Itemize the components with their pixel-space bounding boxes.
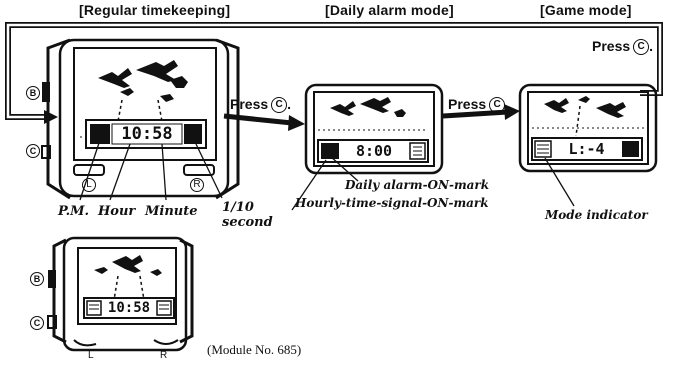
label-daily-alarm-on-mark: Daily alarm-ON-mark xyxy=(345,178,490,192)
label-pm: P.M. xyxy=(58,204,90,219)
watch-alarm-display: 8:00 xyxy=(355,142,393,160)
label-mode-indicator: Mode indicator xyxy=(545,208,648,222)
watch-game xyxy=(518,83,658,173)
label-tenth-second-line1: 1/10 xyxy=(222,200,254,215)
button-r-label: R xyxy=(190,178,204,192)
watch-regular-display: 10:58 xyxy=(121,124,173,144)
watch-module-display: 10:58 xyxy=(107,300,151,316)
module-number-note: (Module No. 685) xyxy=(207,342,302,357)
watch-regular xyxy=(41,38,240,200)
module-button-r-label: R xyxy=(160,350,168,361)
watch-game-display: L:-4 xyxy=(568,140,605,158)
button-c-label: C xyxy=(26,144,40,158)
label-tenth-second-line2: second xyxy=(222,215,273,230)
button-l-label: L xyxy=(82,178,96,192)
header-daily-alarm-mode: [Daily alarm mode] xyxy=(325,2,454,18)
watch-daily-alarm xyxy=(304,83,444,175)
module-button-l-label: L xyxy=(88,350,94,361)
label-minute: Minute xyxy=(145,204,198,219)
arrow-regular-to-alarm xyxy=(223,113,305,131)
header-regular-timekeeping: [Regular timekeeping] xyxy=(79,2,231,18)
label-hour: Hour xyxy=(98,204,136,219)
module-button-b-label: B xyxy=(30,272,44,286)
leader-lines xyxy=(79,139,575,211)
watch-module-685 xyxy=(47,236,194,352)
button-b-label: B xyxy=(26,86,40,100)
module-button-c-label: C xyxy=(30,316,44,330)
label-hourly-signal-on-mark: Hourly-time-signal-ON-mark xyxy=(295,196,489,210)
header-game-mode: [Game mode] xyxy=(540,2,632,18)
